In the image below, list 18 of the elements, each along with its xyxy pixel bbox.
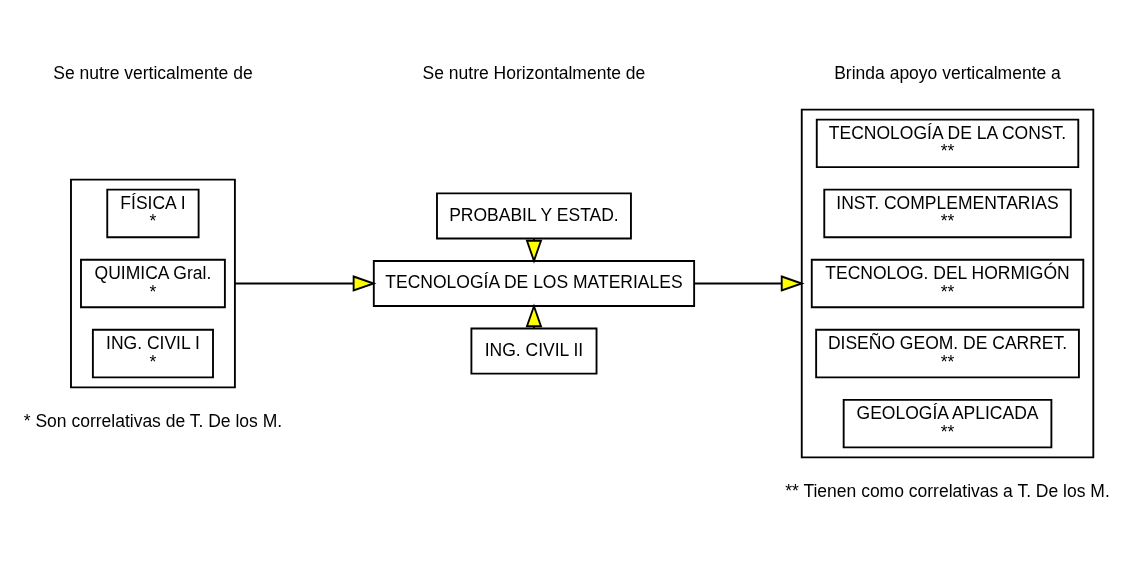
node-box: TECNOLOG. DEL HORMIGÓN ** bbox=[810, 258, 1085, 309]
cluster bbox=[800, 108, 1095, 459]
node-box: GEOLOGÍA APLICADA ** bbox=[842, 398, 1053, 449]
label: Se nutre verticalmente de bbox=[53, 63, 253, 84]
node-box: QUIMICA Gral. * bbox=[80, 258, 226, 309]
label: * Son correlativas de T. De los M. bbox=[23, 411, 283, 432]
node-box: INST. COMPLEMENTARIAS ** bbox=[823, 188, 1072, 239]
node-box: ING. CIVIL I * bbox=[91, 328, 214, 379]
node-box: TECNOLOGÍA DE LA CONST. ** bbox=[815, 118, 1080, 169]
label: Se nutre Horizontalmente de bbox=[422, 63, 646, 84]
label: ** Tienen como correlativas a T. De los M. bbox=[785, 481, 1110, 502]
node-box: FÍSICA I * bbox=[106, 188, 200, 239]
arrow bbox=[233, 275, 377, 292]
node-box: TECNOLOGÍA DE LOS MATERIALES bbox=[372, 260, 696, 307]
cluster bbox=[70, 178, 236, 389]
label: Brinda apoyo verticalmente a bbox=[834, 63, 1061, 84]
arrow bbox=[693, 275, 805, 292]
node-box: DISEÑO GEOM. DE CARRET. ** bbox=[815, 328, 1080, 379]
